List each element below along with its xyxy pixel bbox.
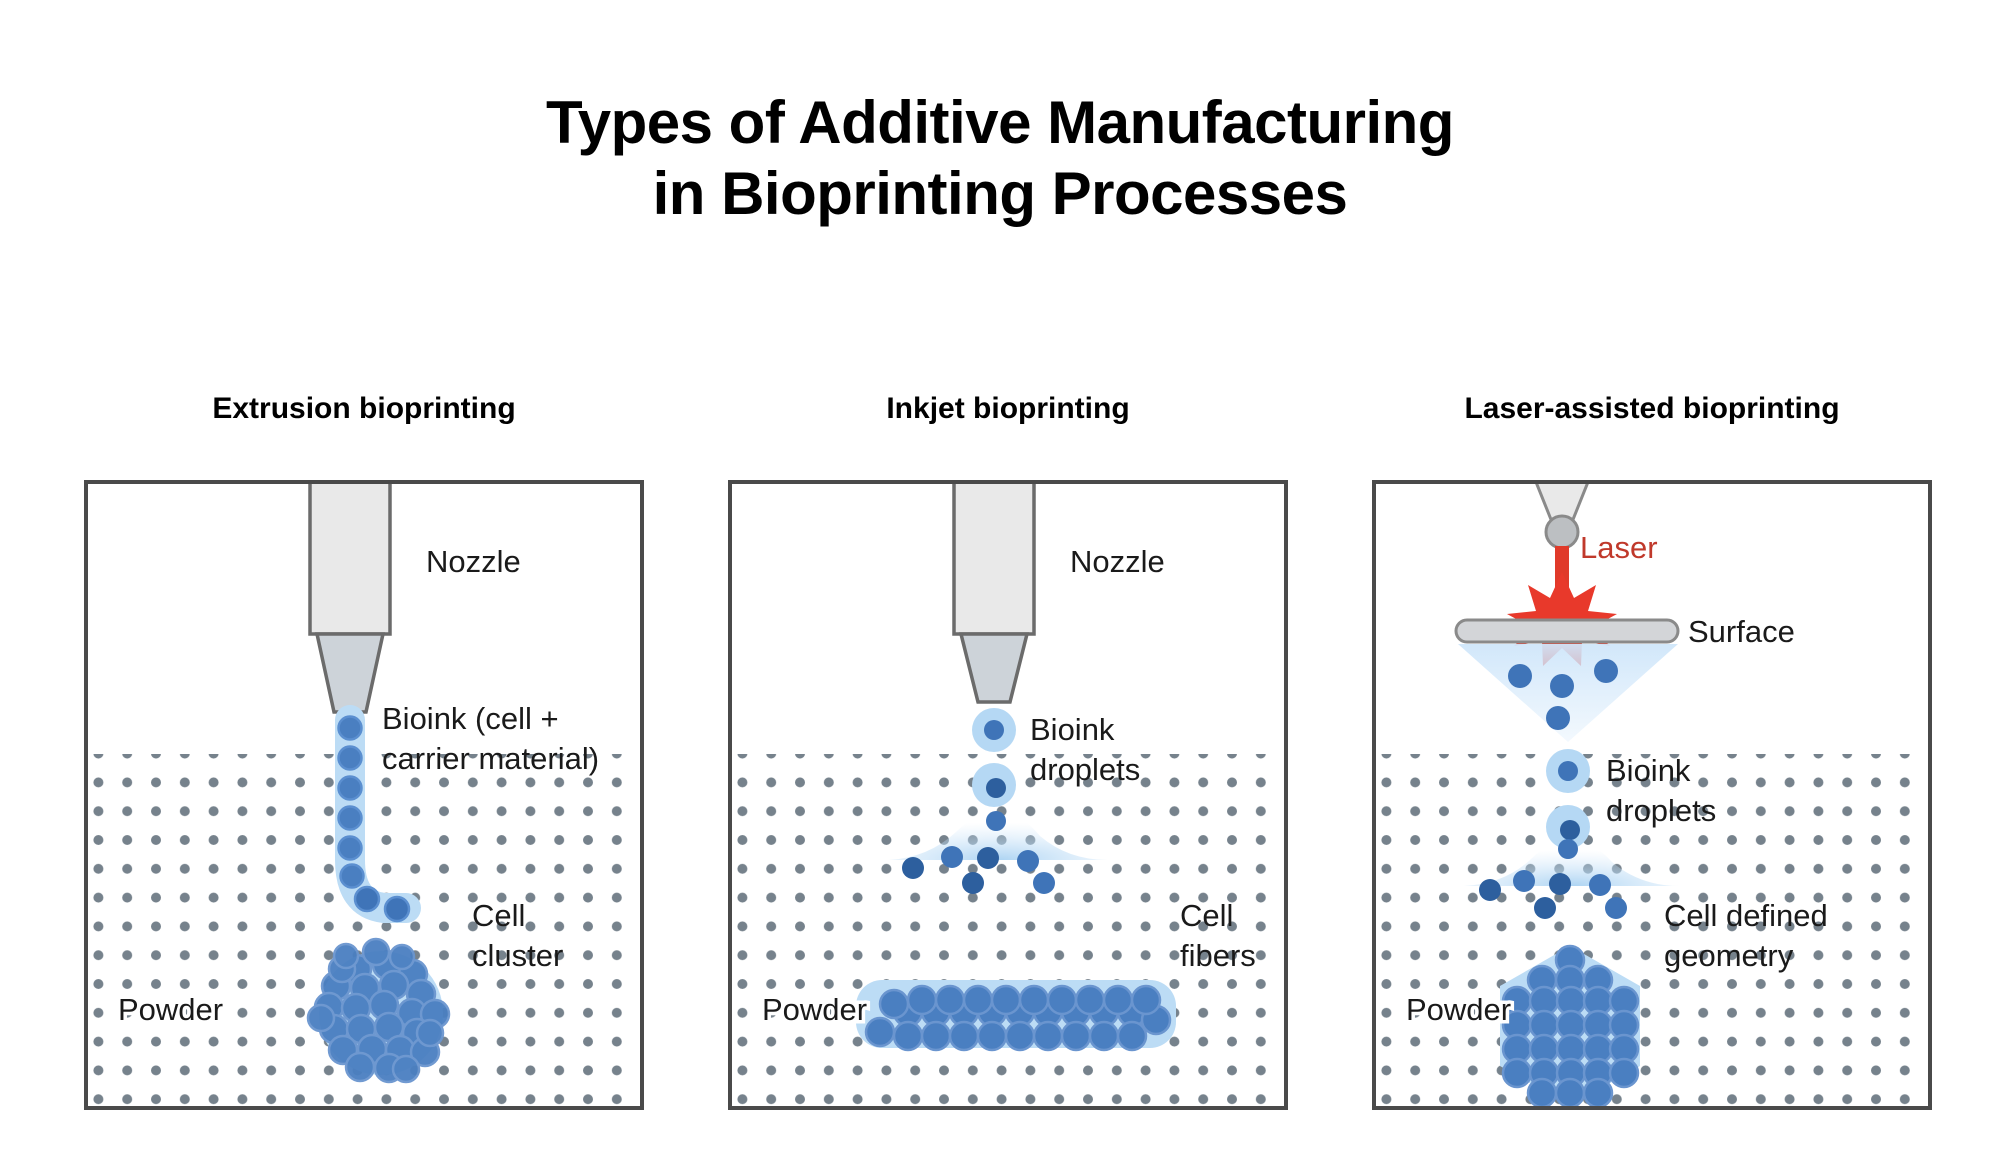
panel-title-laser-assisted: Laser-assisted bioprinting <box>1464 392 1840 425</box>
panel-figure-laser-assisted: Laser Surface Bioink droplets Cell defin… <box>1372 480 1932 1110</box>
panel-title-inkjet: Inkjet bioprinting <box>886 392 1130 425</box>
panel-figure-inkjet: Nozzle Bioink droplets Cell fibers Powde… <box>728 480 1288 1110</box>
cell-fibers <box>856 980 1176 1052</box>
label-droplets-line2: droplets <box>1606 793 1716 828</box>
panel-border <box>728 480 1288 1110</box>
panel-title-extrusion: Extrusion bioprinting <box>212 392 516 425</box>
label-geometry-line1: Cell defined <box>1664 898 1828 933</box>
label-cell-fibers-line2: fibers <box>1180 938 1256 973</box>
label-droplets-line1: Bioink <box>1606 753 1691 788</box>
label-droplets-line1: Bioink <box>1030 712 1115 747</box>
label-nozzle: Nozzle <box>426 544 521 579</box>
label-powder: Powder <box>118 992 223 1027</box>
label-cell-fibers-line1: Cell <box>1180 898 1233 933</box>
bioink-stream-cells <box>337 715 411 923</box>
nozzle-tip <box>314 632 386 714</box>
surface-bar <box>1454 618 1680 644</box>
cone-spray <box>1458 644 1678 742</box>
label-nozzle: Nozzle <box>1070 544 1165 579</box>
label-powder: Powder <box>762 992 867 1027</box>
page-title: Types of Additive Manufacturing in Biopr… <box>0 88 2000 230</box>
label-bioink-line2: carrier material) <box>382 741 599 776</box>
nozzle-body <box>308 482 392 636</box>
laser-lens <box>1544 514 1580 550</box>
label-surface: Surface <box>1688 614 1795 649</box>
label-cell-cluster-line1: Cell <box>472 898 525 933</box>
title-line-2: in Bioprinting Processes <box>652 159 1348 227</box>
nozzle-tip <box>958 632 1030 704</box>
bioink-droplets <box>1546 749 1590 849</box>
powder-bed <box>1374 754 1930 1108</box>
panel-border <box>84 480 644 1110</box>
panel-border <box>1372 480 1932 1110</box>
label-cell-cluster-line2: cluster <box>472 938 563 973</box>
cell-defined-geometry <box>1500 944 1640 1108</box>
panel-figure-extrusion: Nozzle Bioink (cell + carrier material) … <box>84 480 644 1110</box>
label-powder: Powder <box>1406 992 1511 1027</box>
label-droplets-line2: droplets <box>1030 752 1140 787</box>
cell-cluster <box>306 937 451 1084</box>
nozzle-body <box>952 482 1036 636</box>
droplet-impact-zone <box>888 809 1108 894</box>
title-line-1: Types of Additive Manufacturing <box>546 89 1454 156</box>
label-laser: Laser <box>1580 530 1658 565</box>
droplet-impact-zone <box>1464 837 1680 919</box>
label-geometry-line2: geometry <box>1664 938 1794 973</box>
label-bioink-line1: Bioink (cell + <box>382 701 559 736</box>
bioink-droplets <box>972 708 1016 807</box>
